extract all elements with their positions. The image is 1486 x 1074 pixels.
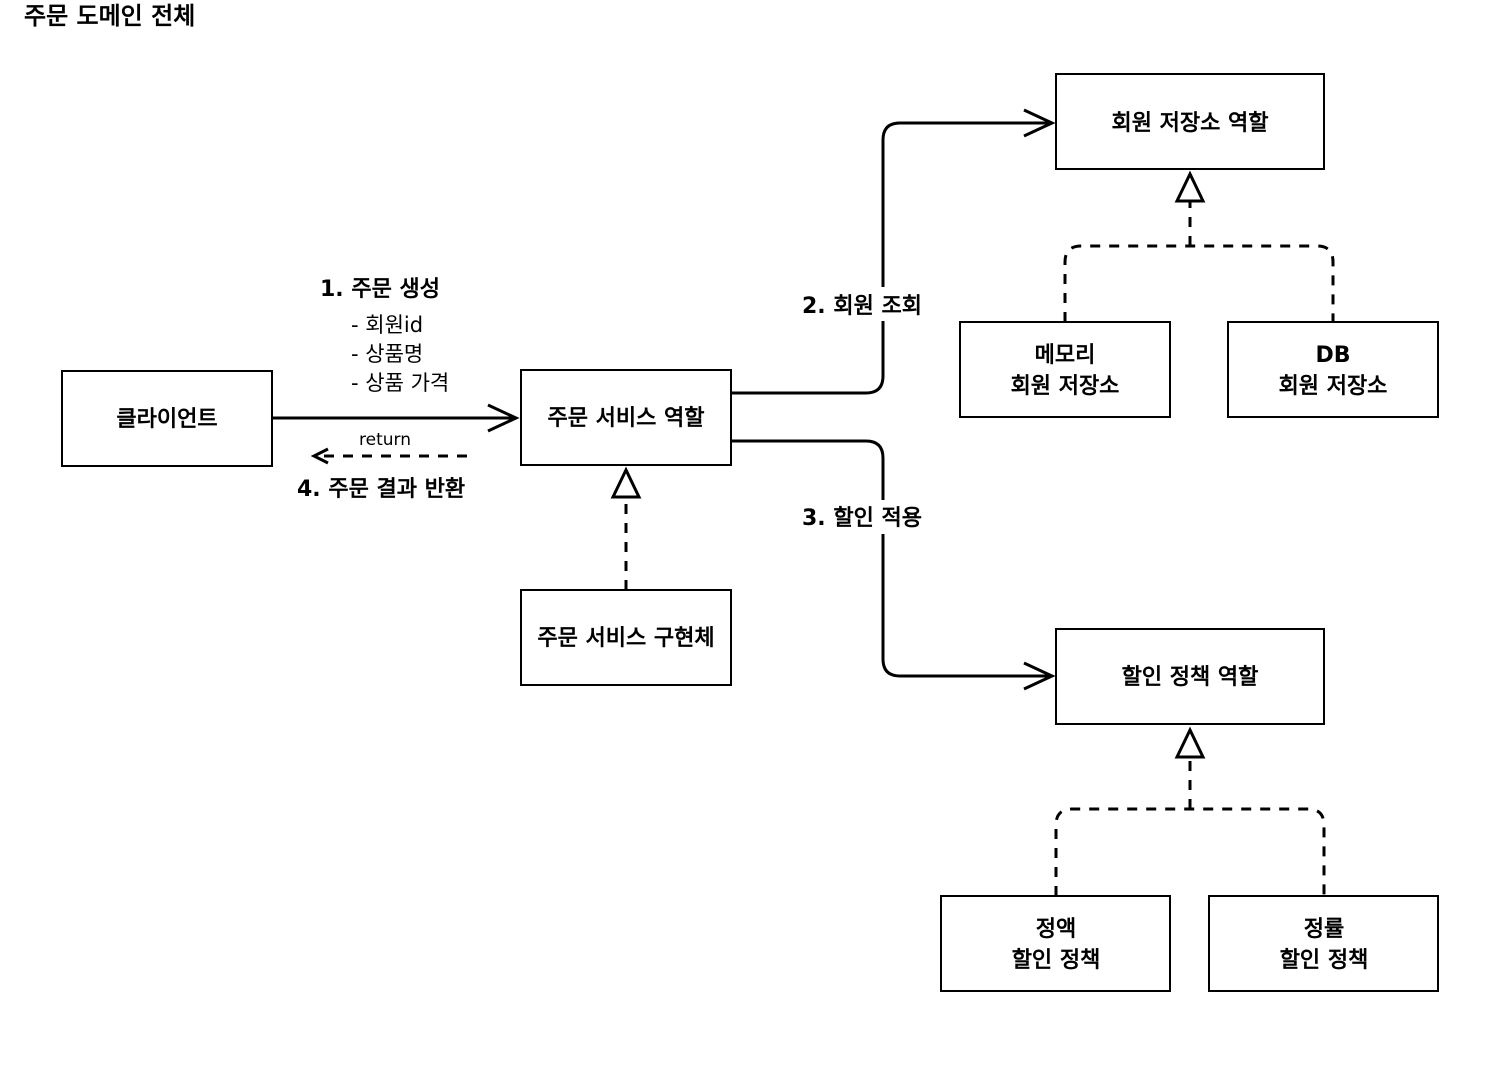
member-repo-realization xyxy=(1063,170,1335,322)
return-label-group: return 4. 주문 결과 반환 xyxy=(297,430,465,502)
member-lookup-label-group: 2. 회원 조회 xyxy=(797,287,935,321)
client-label: 클라이언트 xyxy=(116,407,217,432)
create-order-param-item-name: - 상품명 xyxy=(351,342,423,366)
create-order-label: 1. 주문 생성 xyxy=(320,277,440,302)
order-service-realization xyxy=(610,466,642,590)
return-small-label: return xyxy=(359,430,411,450)
apply-discount-label: 3. 할인 적용 xyxy=(802,506,922,531)
discount-policy-role-box: 할인 정책 역할 xyxy=(1055,628,1325,725)
fixed-discount-policy-box: 정액 할인 정책 xyxy=(940,895,1171,992)
create-order-label-group: 1. 주문 생성 - 회원id - 상품명 - 상품 가격 xyxy=(320,277,449,395)
order-service-impl-box: 주문 서비스 구현체 xyxy=(520,589,732,686)
member-repo-role-box: 회원 저장소 역할 xyxy=(1055,73,1325,170)
apply-discount-arrow xyxy=(732,439,1056,691)
discount-policy-role-label: 할인 정책 역할 xyxy=(1122,665,1259,690)
discount-policy-realization xyxy=(1054,726,1326,896)
memory-member-repo-box: 메모리 회원 저장소 xyxy=(959,321,1171,418)
memory-member-repo-line1: 메모리 xyxy=(1035,343,1096,368)
order-service-impl-label: 주문 서비스 구현체 xyxy=(537,626,714,651)
diagram-title: 주문 도메인 전체 xyxy=(24,2,195,30)
create-order-param-item-price: - 상품 가격 xyxy=(351,371,449,395)
create-order-param-member-id: - 회원id xyxy=(351,313,423,337)
apply-discount-label-group: 3. 할인 적용 xyxy=(797,500,935,534)
db-member-repo-box: DB 회원 저장소 xyxy=(1227,321,1439,418)
member-repo-role-label: 회원 저장소 역할 xyxy=(1112,111,1269,136)
client-box: 클라이언트 xyxy=(61,370,273,467)
fixed-discount-policy-line2: 할인 정책 xyxy=(1012,948,1101,973)
return-arrow xyxy=(310,447,467,465)
rate-discount-policy-line1: 정률 xyxy=(1304,917,1344,942)
member-lookup-arrow xyxy=(732,108,1056,395)
db-member-repo-line1: DB xyxy=(1315,343,1350,368)
order-service-role-box: 주문 서비스 역할 xyxy=(520,369,732,466)
db-member-repo-line2: 회원 저장소 xyxy=(1279,374,1388,399)
rate-discount-policy-box: 정률 할인 정책 xyxy=(1208,895,1439,992)
return-result-label: 4. 주문 결과 반환 xyxy=(297,477,465,502)
create-order-arrow xyxy=(272,403,520,433)
fixed-discount-policy-line1: 정액 xyxy=(1036,917,1076,942)
order-service-role-label: 주문 서비스 역할 xyxy=(548,406,705,431)
rate-discount-policy-line2: 할인 정책 xyxy=(1280,948,1369,973)
memory-member-repo-line2: 회원 저장소 xyxy=(1011,374,1120,399)
member-lookup-label: 2. 회원 조회 xyxy=(802,294,922,319)
